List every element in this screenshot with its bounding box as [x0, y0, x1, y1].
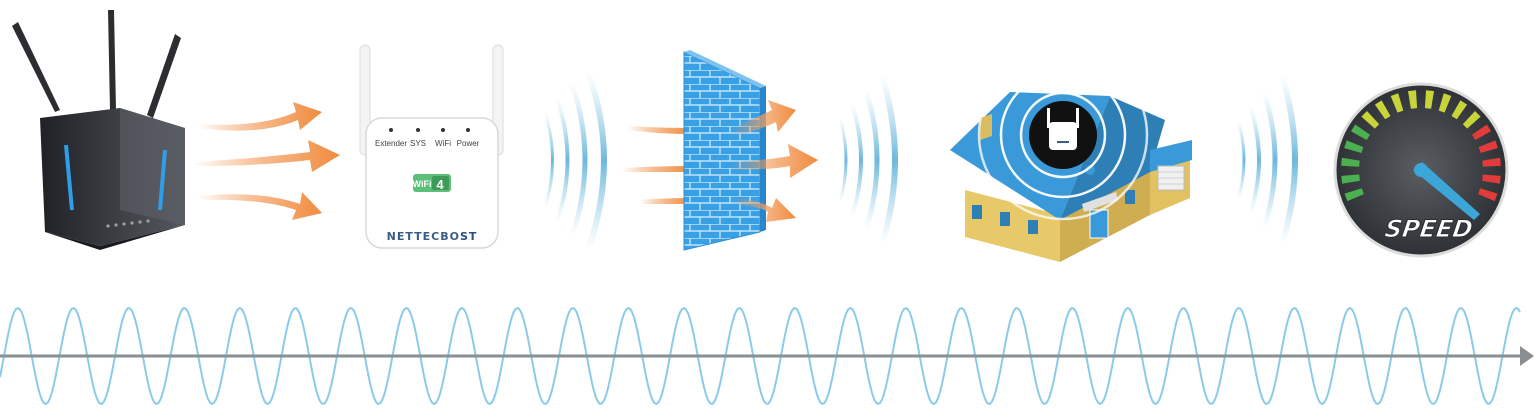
house-icon — [950, 49, 1192, 262]
indicator-label-power: Power — [457, 139, 480, 148]
speed-label: SPEED — [1383, 215, 1474, 243]
gauge-segment — [1424, 90, 1434, 109]
router-icon — [12, 10, 185, 250]
gauge-segment — [1472, 124, 1491, 140]
signal-arrows-2-left — [622, 126, 690, 204]
gauge-segment — [1451, 100, 1468, 120]
indicator-label-wifi: WiFi — [435, 139, 451, 148]
gauge-segment — [1462, 111, 1481, 129]
gauge-segment — [1341, 174, 1360, 184]
extender-brand-label: NETTECBOST — [387, 230, 478, 243]
gauge-segment — [1351, 124, 1370, 140]
gauge-segment — [1478, 188, 1498, 202]
gauge-segments — [1341, 90, 1501, 202]
gauge-segment — [1408, 90, 1418, 109]
wifi-waves-1 — [543, 70, 607, 252]
wifi-badge-word: WiFi — [413, 179, 432, 189]
signal-arrows-2-right — [730, 100, 818, 222]
indicator-label-sys: SYS — [410, 139, 426, 148]
wifi-waves-2 — [838, 75, 898, 245]
range-extender-icon — [359, 44, 504, 249]
wifi-badge-number: 4 — [436, 177, 444, 192]
gauge-segment — [1482, 174, 1501, 184]
gauge-segment — [1344, 140, 1364, 153]
gauge-segment — [1438, 93, 1452, 113]
brick-wall-icon — [683, 50, 766, 251]
gauge-segment — [1478, 140, 1498, 153]
gauge-segment — [1482, 157, 1501, 167]
brand-part-1: NETTECBO — [387, 230, 460, 243]
gauge-segment — [1361, 111, 1380, 129]
speedometer-icon — [1333, 82, 1509, 258]
carrier-sine-wave — [0, 306, 1521, 406]
indicator-label-extender: Extender — [375, 139, 407, 148]
time-axis-arrowhead — [1520, 346, 1534, 366]
brand-part-2: ST — [460, 230, 477, 243]
gauge-segment — [1344, 188, 1364, 202]
signal-arrows-1 — [195, 102, 340, 220]
gauge-segment — [1341, 157, 1360, 167]
wifi-waves-3 — [1236, 75, 1298, 245]
gauge-segment — [1374, 100, 1391, 120]
gauge-segment — [1390, 93, 1404, 113]
